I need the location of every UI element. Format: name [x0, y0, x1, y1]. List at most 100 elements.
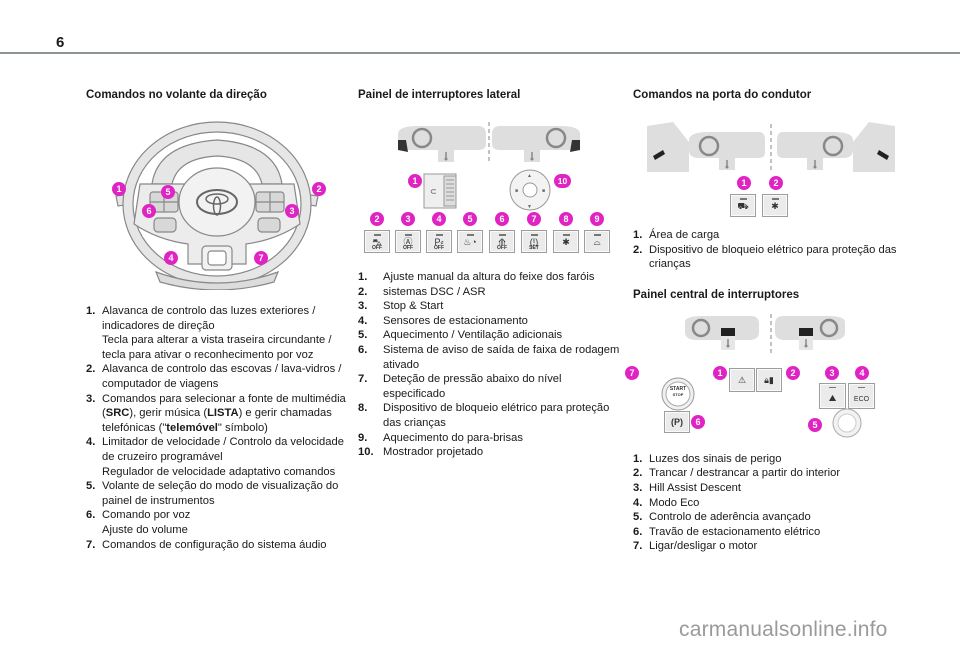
headlamp-leveller-icon: ⊂: [423, 173, 457, 209]
hazard-warning-icon: ⚠: [737, 374, 747, 385]
list-item: 2. Alavanca de controlo das escovas / la…: [86, 363, 342, 390]
steering-wheel-figure: 1 2 3 4 5 6 7: [86, 114, 348, 291]
side-panel-section: Painel de interruptores lateral: [358, 88, 620, 460]
list-item: 8.Dispositivo de bloqueio elétrico para …: [358, 402, 610, 429]
rhd-dashboard-icon: [492, 126, 580, 162]
stop-start-off-icon: Ⓐ: [403, 237, 413, 247]
eco-mode-switch[interactable]: ECO: [848, 382, 875, 409]
hill-descent-switch[interactable]: ⛰: [819, 382, 846, 409]
list-item: 3.Stop & Start: [358, 300, 444, 313]
tyre-pressure-switch[interactable]: (!)SET: [521, 230, 547, 253]
hill-descent-icon: ⛰: [828, 392, 837, 403]
steering-badge-3: 3: [285, 204, 299, 218]
side-badge-2: 2: [370, 212, 384, 226]
header-rule: [0, 52, 960, 54]
child-lock-switch[interactable]: ✱: [553, 230, 579, 253]
rhd-center-dashboard-icon: [775, 315, 845, 350]
hazard-switch[interactable]: ⚠: [729, 367, 755, 392]
steering-badge-5: 5: [161, 185, 175, 199]
child-lock-icon: ✱: [771, 201, 779, 211]
steering-section: Comandos no volante da direção: [86, 88, 348, 552]
list-item: 3.Hill Assist Descent: [633, 481, 742, 494]
side-panel-illustration: ⊂ ▲ ▼ ■ ■: [398, 122, 580, 211]
child-lock-icon: ✱: [562, 237, 570, 247]
start-stop-button-icon: [661, 377, 695, 411]
auxiliary-heating-switch[interactable]: ♨◔: [457, 230, 483, 253]
side-panel-title: Painel de interruptores lateral: [358, 89, 521, 101]
list-item: 7.Deteção de pressão abaixo do nível esp…: [358, 373, 562, 400]
eco-mode-icon: ECO: [853, 395, 870, 403]
child-lock-door-switch[interactable]: ✱: [762, 194, 788, 217]
door-badge-2: 2: [769, 176, 783, 190]
hud-control-icon: ▲ ▼ ■ ■: [509, 169, 551, 211]
dsc-off-icon: ⛍: [372, 237, 382, 247]
side-badge-8: 8: [559, 212, 573, 226]
list-item: 1.Luzes dos sinais de perigo: [633, 452, 782, 465]
side-panel-list: 1.Ajuste manual da altura do feixe dos f…: [358, 270, 620, 460]
central-lock-switch[interactable]: 🔒︎▮: [756, 367, 782, 392]
list-item: 6.Travão de estacionamento elétrico: [633, 525, 821, 538]
side-badge-9: 9: [590, 212, 604, 226]
lhd-center-dashboard-icon: [685, 315, 759, 350]
padlock-icon: 🔒︎▮: [764, 374, 774, 385]
side-badge-6: 6: [495, 212, 509, 226]
steering-badge-1: 1: [112, 182, 126, 196]
center-panel-title: Painel central de interruptores: [633, 288, 800, 301]
list-item: 6.Sistema de aviso de saída de faixa de …: [358, 343, 620, 371]
side-badge-10: 10: [554, 174, 571, 188]
center-panel-illustration: [661, 313, 862, 438]
list-item: 4.Modo Eco: [633, 496, 700, 509]
list-item: 9.Aquecimento do para-brisas: [358, 431, 523, 444]
parking-sensors-off-icon: P⸗: [434, 237, 444, 247]
list-item: 5. Volante de seleção do modo de visuali…: [86, 480, 339, 507]
lane-departure-switch[interactable]: ⟰OFF: [489, 230, 515, 253]
svg-text:■: ■: [515, 188, 518, 194]
list-item: 1.Área de carga: [633, 229, 720, 241]
steering-list: 1. Alavanca de controlo das luzes exteri…: [86, 304, 348, 552]
parking-sensors-switch[interactable]: P⸗OFF: [426, 230, 452, 253]
lhd-door-icon: [647, 122, 765, 172]
right-column: Comandos na porta do condutor 1 2 ⛟ ✱: [625, 88, 913, 554]
rhd-door-icon: [777, 122, 895, 172]
center-badge-6: 6: [691, 414, 705, 429]
list-item: 3. Comandos para selecionar a fonte de m…: [86, 392, 346, 434]
center-badge-3: 3: [825, 365, 839, 380]
windscreen-heating-switch[interactable]: ⌓: [584, 230, 610, 253]
start-stop-label[interactable]: START STOP: [669, 385, 687, 397]
side-badge-7: 7: [527, 212, 541, 226]
lhd-dashboard-icon: [398, 126, 486, 162]
driver-door-figure: 1 2 ⛟ ✱: [633, 112, 913, 220]
svg-text:■: ■: [542, 188, 545, 194]
list-item: 5.Controlo de aderência avançado: [633, 511, 811, 524]
side-badge-1: 1: [408, 174, 422, 188]
side-badge-5: 5: [463, 212, 477, 226]
watermark-link[interactable]: carmanualsonline.info: [679, 618, 888, 641]
list-item: 7.Ligar/desligar o motor: [633, 540, 758, 553]
dsc-off-switch[interactable]: ⛍OFF: [364, 230, 390, 253]
steering-title: Comandos no volante da direção: [86, 89, 267, 101]
list-item: 1.Ajuste manual da altura do feixe dos f…: [358, 271, 595, 283]
list-item: 10.Mostrador projetado: [358, 446, 484, 459]
center-badge-5: 5: [808, 417, 822, 432]
steering-wheel-illustration: [115, 121, 319, 291]
cargo-area-switch[interactable]: ⛟: [730, 194, 756, 217]
center-panel-list: 1.Luzes dos sinais de perigo 2.Trancar /…: [633, 452, 913, 554]
steering-badge-2: 2: [312, 182, 326, 196]
center-badge-4: 4: [855, 365, 869, 380]
center-badge-7: 7: [625, 365, 639, 380]
side-badge-4: 4: [432, 212, 446, 226]
driver-door-illustration: [647, 122, 895, 172]
parking-brake-switch[interactable]: (P): [664, 410, 690, 433]
list-item: 4.Sensores de estacionamento: [358, 314, 528, 327]
svg-text:⊂: ⊂: [430, 187, 437, 196]
center-badge-2: 2: [786, 365, 800, 380]
steering-badge-4: 4: [164, 251, 178, 265]
list-item: 2.Trancar / destrancar a partir do inter…: [633, 467, 841, 480]
driver-door-list: 1.Área de carga 2.Dispositivo de bloquei…: [633, 228, 913, 272]
list-item: 5.Aquecimento / Ventilação adicionais: [358, 329, 563, 342]
center-panel-figure: 7 1 2 3 4 5 6 START STOP (P) ⚠ 🔒︎▮ ⛰ ECO: [625, 312, 913, 438]
windscreen-heating-icon: ⌓: [593, 237, 601, 247]
svg-text:▼: ▼: [527, 204, 532, 210]
